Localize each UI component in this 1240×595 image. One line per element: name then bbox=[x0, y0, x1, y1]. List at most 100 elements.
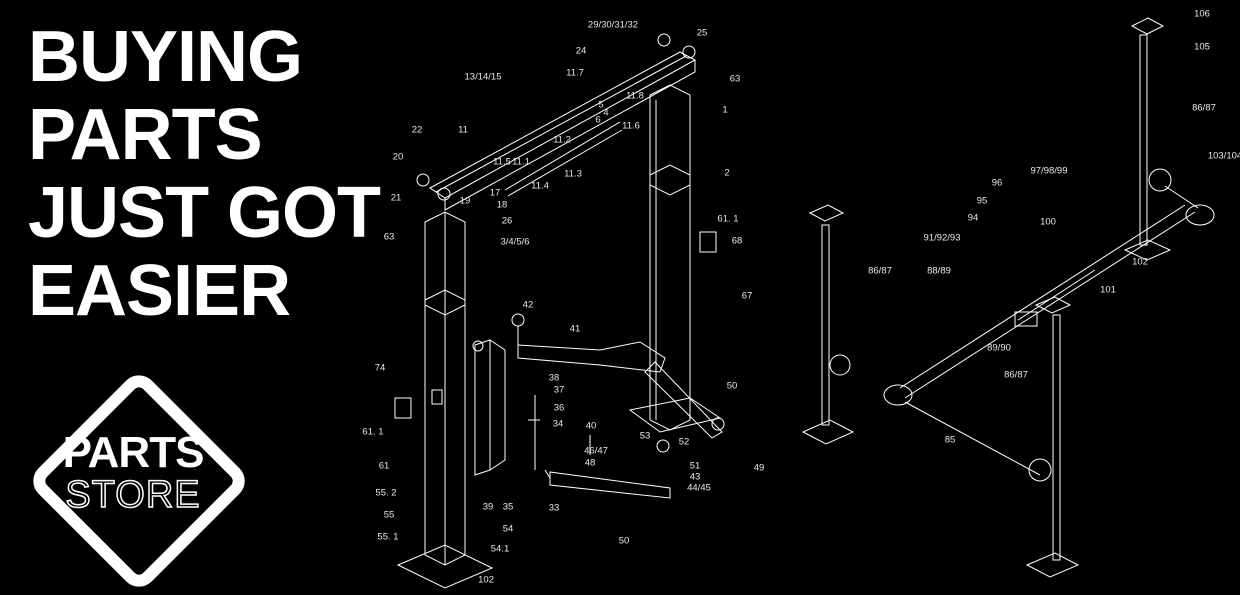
post-base-plate bbox=[1025, 552, 1080, 578]
part-callout-label: 91/92/93 bbox=[923, 232, 961, 244]
part-callout-label: 42 bbox=[522, 299, 534, 311]
part-callout-label: 38 bbox=[548, 372, 560, 384]
pulley bbox=[1028, 458, 1052, 482]
part-callout-label: 97/98/99 bbox=[1030, 165, 1068, 177]
part-callout-label: 54.1 bbox=[490, 543, 510, 555]
part-callout-label: 39 bbox=[482, 501, 494, 513]
pulley bbox=[682, 45, 696, 59]
part-callout-label: 67 bbox=[741, 290, 753, 302]
part-callout-label: 24 bbox=[575, 45, 587, 57]
bracket bbox=[394, 397, 412, 419]
top-beam bbox=[429, 51, 697, 211]
part-callout-label: 95 bbox=[976, 195, 988, 207]
part-callout-label: 55. 1 bbox=[377, 531, 399, 543]
part-callout-label: 53 bbox=[639, 430, 651, 442]
left-column-upper bbox=[424, 211, 466, 316]
pulley bbox=[437, 187, 451, 201]
headline-line: PARTS bbox=[28, 95, 263, 175]
part-callout-label: 21 bbox=[390, 192, 402, 204]
part-callout-label: 26 bbox=[501, 215, 513, 227]
right-base-plate bbox=[628, 397, 722, 433]
bracket bbox=[699, 231, 717, 253]
part-callout-label: 102 bbox=[1132, 256, 1148, 268]
headline-line: BUYING bbox=[28, 17, 303, 97]
part-callout-label: 63 bbox=[729, 73, 741, 85]
part-callout-label: 35 bbox=[502, 501, 514, 513]
part-callout-label: 37 bbox=[553, 384, 565, 396]
right-column-lower bbox=[649, 164, 691, 431]
arm-pad bbox=[511, 313, 525, 327]
part-callout-label: 49 bbox=[753, 462, 765, 474]
post-base-plate bbox=[801, 419, 855, 445]
part-callout-label: 68 bbox=[731, 235, 743, 247]
cable bbox=[904, 185, 1199, 476]
part-callout-label: 61. 1 bbox=[717, 213, 739, 225]
part-callout-label: 94 bbox=[967, 212, 979, 224]
part-callout-label: 41 bbox=[569, 323, 581, 335]
part-callout-label: 17 bbox=[489, 187, 501, 199]
part-callout-label: 100 bbox=[1040, 216, 1056, 228]
part-callout-label: 55 bbox=[383, 509, 395, 521]
part-callout-label: 44/45 bbox=[687, 482, 711, 494]
part-callout-label: 29/30/31/32 bbox=[587, 19, 639, 31]
part-callout-label: 89/90 bbox=[987, 342, 1011, 354]
part-callout-label: 22 bbox=[411, 124, 423, 136]
part-callout-label: 11.3 bbox=[564, 168, 582, 180]
sheave bbox=[1185, 204, 1215, 226]
arm-pad bbox=[656, 439, 670, 453]
part-callout-label: 103/104 bbox=[1207, 150, 1240, 162]
post-top-plate bbox=[808, 204, 845, 222]
part-callout-label: 48 bbox=[584, 457, 596, 469]
part-callout-label: 52 bbox=[678, 436, 690, 448]
left-base-plate bbox=[396, 544, 494, 589]
part-callout-label: 105 bbox=[1194, 41, 1210, 53]
part-callout-label: 61. 1 bbox=[362, 426, 384, 438]
two-post-lift-drawing bbox=[394, 33, 725, 589]
part-callout-label: 11 bbox=[458, 124, 468, 136]
post-rear bbox=[1139, 34, 1148, 246]
part-callout-label: 3/4/5/6 bbox=[500, 236, 530, 248]
part-callout-label: 102 bbox=[478, 574, 494, 586]
part-callout-label: 43 bbox=[689, 471, 701, 483]
part-callout-label: 101 bbox=[1100, 284, 1116, 296]
part-callout-label: 11.4 bbox=[531, 180, 549, 192]
lock-pin bbox=[528, 395, 540, 470]
pulley bbox=[1148, 168, 1172, 192]
part-callout-label: 51 bbox=[689, 460, 701, 472]
part-callout-label: 85 bbox=[944, 434, 956, 446]
part-callout-label: 61 bbox=[378, 460, 390, 472]
pulley bbox=[657, 33, 671, 47]
part-callout-label: 33 bbox=[548, 502, 560, 514]
control-box bbox=[431, 389, 443, 405]
floor-plate-lift-drawing bbox=[801, 17, 1215, 578]
carriage-rack bbox=[474, 339, 506, 476]
part-callout-label: 55. 2 bbox=[375, 487, 397, 499]
part-callout-label: 5 bbox=[598, 99, 604, 111]
part-callout-label: 46/47 bbox=[584, 445, 608, 457]
part-callout-label: 11.1 bbox=[512, 156, 530, 168]
logo-text-parts: PARTS bbox=[62, 428, 205, 477]
swing-arm-diagonal bbox=[644, 361, 723, 439]
part-callout-label: 54 bbox=[502, 523, 514, 535]
part-callout-label: 106 bbox=[1194, 8, 1210, 20]
parts-store-logo: PARTS STORE bbox=[25, 367, 253, 595]
part-callout-label: 2 bbox=[724, 167, 730, 179]
part-callout-label: 86/87 bbox=[1004, 369, 1028, 381]
part-callout-label: 63 bbox=[383, 231, 395, 243]
swing-arm-front bbox=[517, 341, 666, 373]
arm-pad bbox=[472, 340, 484, 352]
part-callout-label: 50 bbox=[726, 380, 738, 392]
part-callout-label: 11.2 bbox=[553, 134, 571, 146]
post-left bbox=[821, 224, 830, 426]
part-callout-label: 34 bbox=[552, 418, 564, 430]
pulley bbox=[416, 173, 430, 187]
headline: BUYING PARTS JUST GOT EASIER bbox=[28, 17, 381, 330]
part-callout-label: 96 bbox=[991, 177, 1003, 189]
part-callout-label: 18 bbox=[496, 199, 508, 211]
left-column-lower bbox=[424, 289, 466, 566]
part-callout-label: 88/89 bbox=[927, 265, 951, 277]
logo-text-store: STORE bbox=[65, 473, 201, 517]
part-callout-label: 13/14/15 bbox=[464, 71, 502, 83]
part-callout-label: 6 bbox=[595, 114, 601, 126]
